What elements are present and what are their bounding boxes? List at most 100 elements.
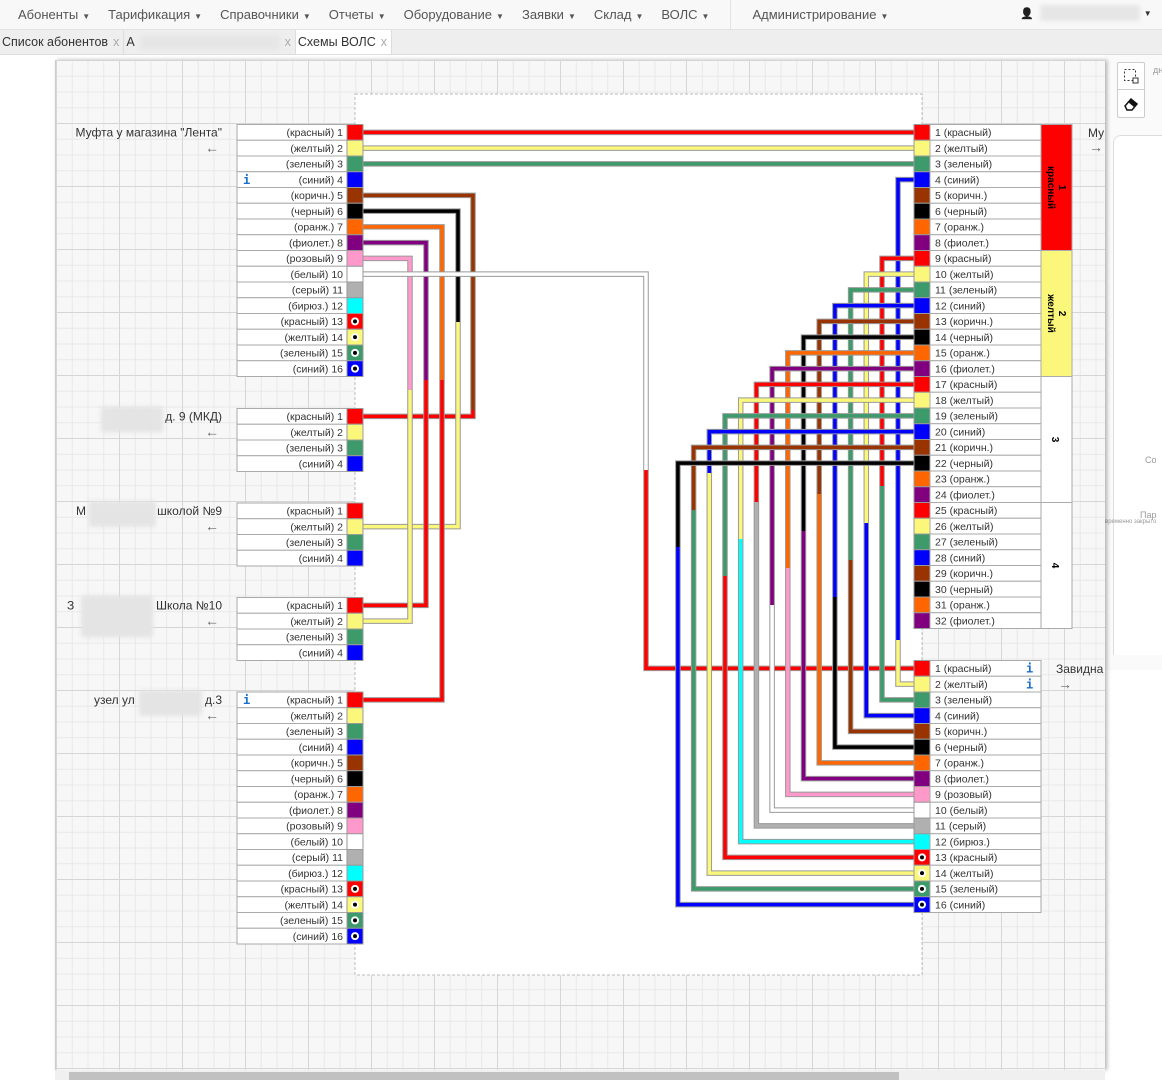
fiber-wire	[363, 209, 460, 322]
arrow-left-icon[interactable]: ←	[205, 518, 219, 534]
cable-end-title[interactable]: д. 9 (МКД)	[165, 410, 222, 424]
fiber-color-swatch	[913, 817, 931, 835]
nav-menu-2[interactable]: Справочники▼	[220, 7, 311, 22]
fiber-schema: (красный) 1(желтый) 2(зеленый) 3(синий) …	[67, 93, 1104, 976]
eraser-button[interactable]	[1118, 90, 1144, 117]
module-number: 2	[1056, 311, 1067, 317]
fiber-color-swatch	[346, 754, 364, 772]
fiber-color-swatch	[913, 833, 931, 850]
caret-down-icon: ▼	[880, 12, 889, 21]
arrow-right-icon[interactable]: →	[1058, 676, 1072, 692]
cable-end-title[interactable]: д.3	[205, 693, 222, 707]
horizontal-scrollbar[interactable]	[55, 1070, 1105, 1080]
tab-label-redacted	[139, 35, 280, 50]
nav-menu-5[interactable]: Заявки▼	[521, 7, 576, 22]
scrollbar-thumb[interactable]	[69, 1072, 899, 1080]
fiber-row[interactable]	[929, 896, 1042, 913]
fiber-label: (зеленый) 15	[280, 348, 343, 360]
fiber-label: 31 (оранж.)	[935, 600, 990, 612]
fiber-wire	[363, 240, 428, 380]
map-label: временно закрыто	[1105, 519, 1157, 525]
fiber-label: 10 (желтый)	[935, 269, 993, 281]
tab-close-icon[interactable]: x	[284, 35, 291, 49]
fiber-wire	[833, 303, 914, 597]
nav-menu-admin[interactable]: Администрирование▼	[752, 7, 889, 22]
fiber-wire	[801, 531, 914, 781]
fiber-color-swatch	[346, 455, 364, 472]
module-tube-4[interactable]	[1040, 502, 1073, 629]
info-icon[interactable]: i	[243, 693, 250, 707]
fiber-label: (коричн.) 5	[291, 190, 343, 202]
fiber-label: 3 (зеленый)	[935, 695, 992, 707]
fiber-color-swatch	[913, 549, 931, 566]
fiber-label: (желтый) 2	[290, 427, 343, 439]
nav-menu-6[interactable]: Склад▼	[593, 7, 644, 22]
info-icon[interactable]: i	[243, 173, 250, 187]
cable-end-title[interactable]: школой №9	[157, 504, 222, 518]
module-tube-1[interactable]	[1040, 124, 1073, 251]
fiber-color-swatch	[913, 155, 931, 173]
nav-menu-3[interactable]: Отчеты▼	[328, 7, 386, 22]
fiber-wire	[676, 461, 914, 547]
cable-end-title[interactable]: Му	[1088, 126, 1104, 140]
canvas-toolbar	[1117, 62, 1145, 118]
fiber-label: (черный) 6	[291, 773, 343, 785]
nav-menu-7[interactable]: ВОЛС▼	[661, 7, 710, 22]
nav-menu-4[interactable]: Оборудование▼	[403, 7, 504, 22]
fiber-label: 16 (фиолет.)	[935, 363, 995, 375]
tab-close-icon[interactable]: x	[380, 35, 388, 49]
fiber-wire	[363, 225, 444, 380]
selection-button[interactable]	[1118, 63, 1144, 90]
fiber-color-swatch	[346, 786, 364, 803]
fiber-color-swatch	[913, 391, 931, 409]
fiber-color-swatch	[346, 628, 364, 646]
fiber-color-swatch	[913, 423, 931, 440]
fiber-wire	[817, 319, 914, 494]
fiber-wire	[864, 523, 914, 718]
fiber-label: 2 (желтый)	[935, 679, 988, 691]
fiber-label: 8 (фиолет.)	[935, 237, 989, 249]
fiber-label: 14 (желтый)	[935, 868, 993, 880]
cable-end-title[interactable]: Завидна	[1056, 662, 1104, 676]
info-icon[interactable]: i	[1026, 662, 1033, 676]
fiber-color-swatch	[913, 281, 931, 299]
caret-down-icon: ▼	[377, 12, 386, 21]
tab-close-icon[interactable]: x	[113, 35, 120, 49]
fiber-label: (розовый) 9	[286, 821, 343, 833]
fiber-color-swatch	[913, 770, 931, 787]
arrow-left-icon[interactable]: ←	[205, 140, 219, 156]
fiber-label: 24 (фиолет.)	[935, 489, 995, 501]
fiber-color-swatch	[346, 218, 364, 236]
fiber-label: (желтый) 2	[290, 616, 343, 628]
arrow-left-icon[interactable]: ←	[205, 613, 219, 629]
user-menu[interactable]: 👤▼	[1020, 5, 1152, 21]
fiber-wire	[786, 568, 914, 797]
fiber-color-swatch	[346, 139, 364, 157]
fiber-wire	[738, 539, 914, 844]
info-icon[interactable]: i	[1026, 677, 1033, 691]
fiber-wire	[707, 429, 914, 473]
cable-end-title[interactable]: Школа №10	[156, 599, 222, 613]
nav-menu-1[interactable]: Тарификация▼	[108, 7, 203, 22]
module-tube-3[interactable]	[1040, 376, 1073, 503]
fiber-wire	[363, 390, 412, 623]
nav-menu-0[interactable]: Абоненты▼	[18, 7, 91, 22]
arrow-right-icon[interactable]: →	[1089, 139, 1103, 155]
fiber-color-swatch	[346, 171, 364, 188]
schema-canvas[interactable]: (красный) 1(желтый) 2(зеленый) 3(синий) …	[55, 60, 1105, 1070]
arrow-left-icon[interactable]: ←	[205, 707, 219, 723]
cable-end-title[interactable]: Муфта у магазина "Лента"	[76, 126, 222, 140]
module-tube-2[interactable]	[1040, 250, 1073, 377]
map-area[interactable]	[1113, 135, 1162, 655]
fiber-label: 6 (черный)	[935, 206, 987, 218]
fiber-color-swatch	[346, 408, 364, 425]
fiber-wire	[363, 193, 475, 410]
fiber-label: (синий) 16	[293, 931, 343, 943]
fiber-label: (красный) 13	[281, 316, 343, 328]
fiber-wire	[770, 366, 914, 605]
arrow-left-icon[interactable]: ←	[205, 424, 219, 440]
fiber-color-swatch	[346, 281, 364, 299]
